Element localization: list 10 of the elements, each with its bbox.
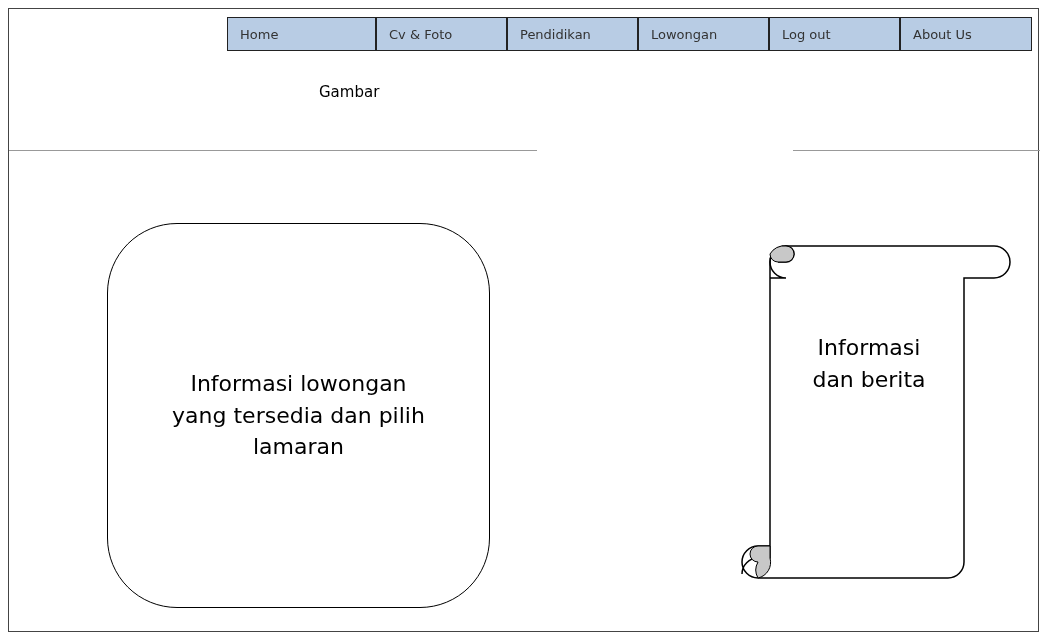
image-placeholder-text: Gambar: [319, 83, 380, 101]
menu-tab: Log out: [769, 17, 900, 51]
menu-tab: Pendidikan: [507, 17, 638, 51]
content-box: Informasi lowongan yang tersedia dan pilih lamaran: [107, 223, 490, 608]
menu-tab: Cv & Foto: [376, 17, 507, 51]
menu-tab: About Us: [900, 17, 1032, 51]
menu-tab: Lowongan: [638, 17, 769, 51]
page-frame: [8, 8, 1039, 632]
menu-tab: Home: [227, 17, 376, 51]
scroll-text: Informasi dan berita: [811, 334, 927, 394]
